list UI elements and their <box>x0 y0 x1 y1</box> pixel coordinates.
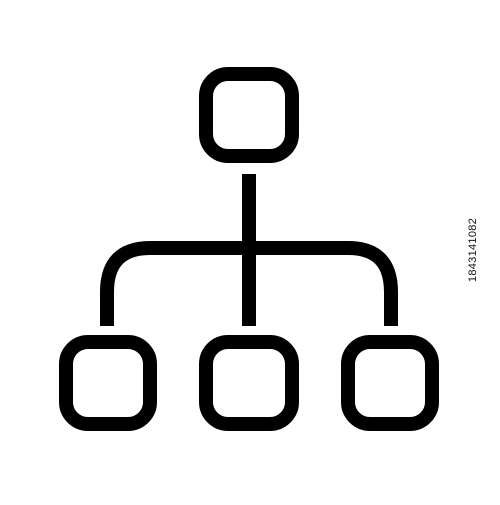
branch-connector <box>100 241 398 326</box>
stock-image-id: 1843141082 <box>467 217 479 283</box>
bottom-center-node-box <box>199 335 299 431</box>
bottom-right-node-box <box>341 335 439 431</box>
top-node-box <box>199 67 299 163</box>
bottom-left-node-box <box>59 335 157 431</box>
